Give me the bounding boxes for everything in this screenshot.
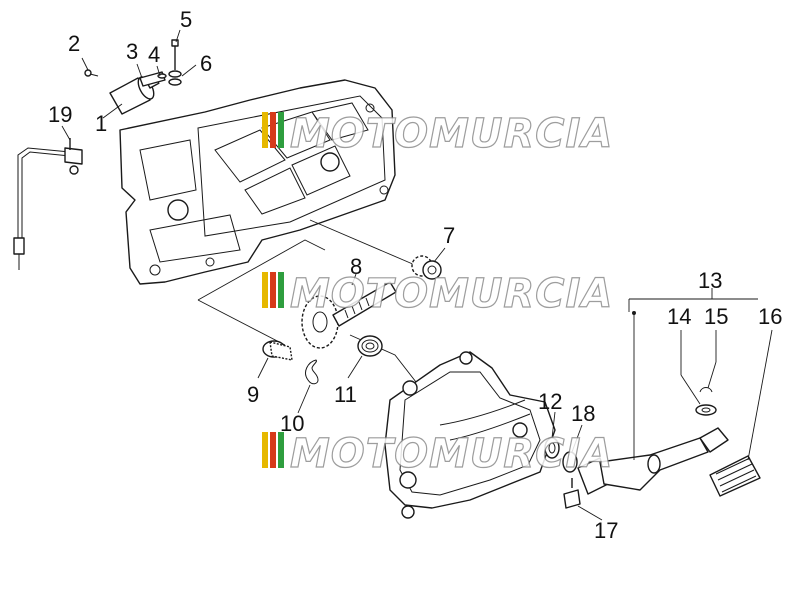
label-part-7: 7 (443, 223, 455, 248)
label-part-2: 2 (68, 31, 80, 56)
circlip-18 (562, 451, 578, 473)
label-part-11: 11 (334, 382, 357, 407)
clip-15 (699, 387, 713, 393)
wm-stripe-yellow (262, 112, 268, 148)
gear-7 (411, 255, 442, 280)
leader-lines (61, 29, 773, 521)
wm-stripe-green (278, 432, 284, 468)
label-part-9: 9 (247, 382, 259, 407)
pinion-9 (262, 340, 293, 361)
part-labels: 1 2 3 4 5 6 7 8 9 10 11 12 13 14 15 16 1… (48, 7, 782, 543)
wm-stripe-yellow (262, 432, 268, 468)
wm-stripe-red (270, 432, 276, 468)
label-part-13: 13 (698, 268, 722, 293)
label-part-3: 3 (126, 39, 138, 64)
label-part-17: 17 (594, 518, 618, 543)
watermark-bottom: MOTOMURCIA (262, 430, 613, 478)
wm-stripe-yellow (262, 272, 268, 308)
label-part-15: 15 (704, 304, 728, 329)
label-part-12: 12 (538, 389, 562, 414)
wm-stripe-green (278, 112, 284, 148)
watermark-top: MOTOMURCIA (262, 110, 613, 158)
wm-stripe-red (270, 272, 276, 308)
label-part-5: 5 (180, 7, 192, 32)
wm-stripe-green (278, 272, 284, 308)
label-part-16: 16 (758, 304, 782, 329)
label-part-8: 8 (350, 254, 362, 279)
wm-stripe-red (270, 112, 276, 148)
transmission-cover (384, 351, 556, 519)
label-part-1: 1 (95, 111, 107, 136)
bolt-17 (563, 478, 581, 509)
bolt-5-washer-6 (157, 39, 182, 86)
watermark-middle: MOTOMURCIA (262, 270, 613, 318)
label-part-19: 19 (48, 102, 72, 127)
clip-10 (305, 359, 319, 385)
rubber-grip-16 (709, 455, 761, 497)
label-part-4: 4 (148, 42, 160, 67)
watermark-text: MOTOMURCIA (290, 271, 613, 317)
kickstart-lever-13 (577, 427, 729, 495)
washer-14 (695, 404, 717, 416)
label-part-14: 14 (667, 304, 691, 329)
sensor-cable (13, 138, 83, 270)
watermark-text: MOTOMURCIA (290, 111, 613, 157)
label-part-18: 18 (571, 401, 595, 426)
label-part-10: 10 (280, 411, 304, 436)
watermark-text: MOTOMURCIA (290, 431, 613, 477)
crankcase (119, 79, 396, 285)
spring-11 (357, 335, 383, 357)
label-part-6: 6 (200, 51, 212, 76)
screw-2 (84, 69, 99, 77)
gear-shaft-8 (301, 281, 397, 349)
